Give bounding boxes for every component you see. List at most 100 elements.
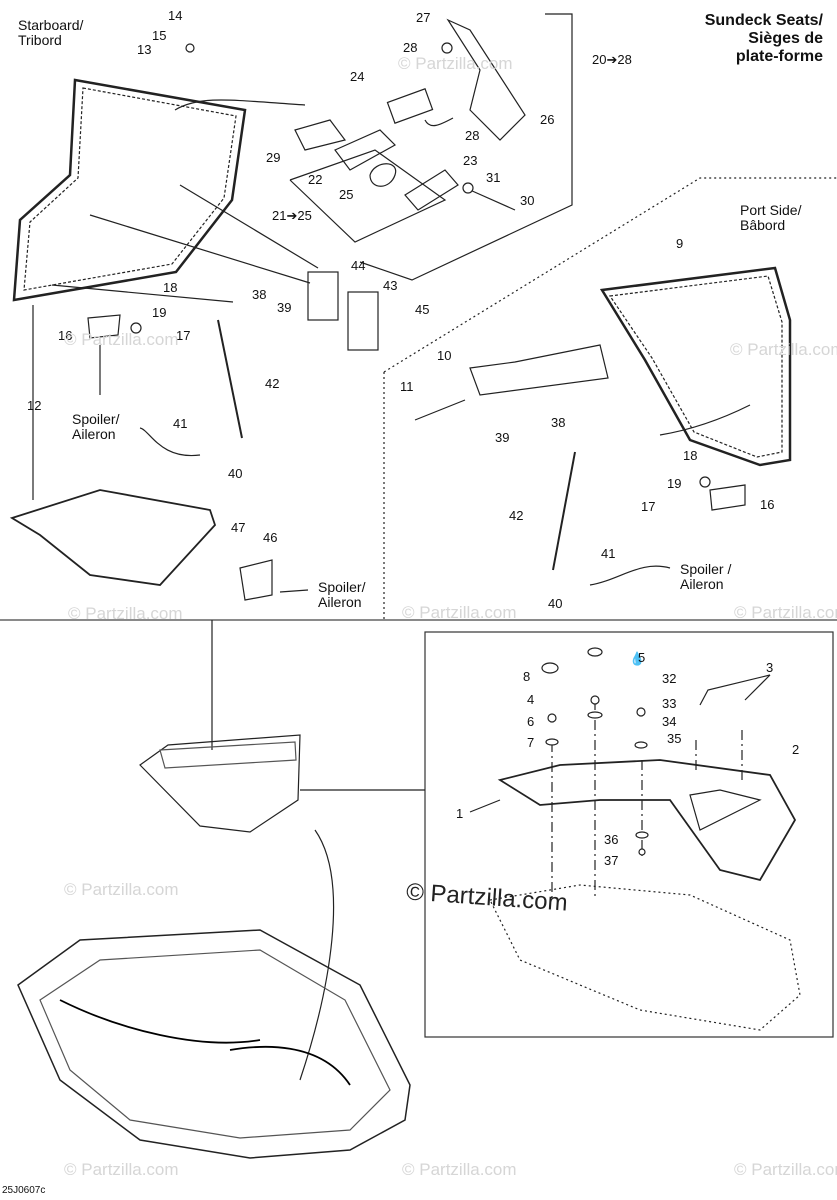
pin-11 <box>414 399 466 421</box>
callout: 42 <box>265 376 280 391</box>
watermark: © Partzilla.com <box>402 603 517 622</box>
callout: 24 <box>350 69 365 84</box>
callout: 44 <box>351 258 366 273</box>
callout: 32 <box>662 671 677 686</box>
bracket-46 <box>239 559 273 601</box>
callout: 28 <box>403 40 418 55</box>
callout: 6 <box>527 714 535 729</box>
callout: 29 <box>266 150 281 165</box>
watermark: © Partzilla.com <box>398 54 513 73</box>
callout: 28 <box>465 128 480 143</box>
callout: 42 <box>509 508 524 523</box>
watermark: © Partzilla.com <box>734 603 837 622</box>
callout: 17 <box>641 499 656 514</box>
callout: 12 <box>27 398 42 413</box>
callout: 9 <box>676 236 684 251</box>
callout: 23 <box>463 153 478 168</box>
inset-panel-border <box>424 631 834 1038</box>
bracket-10 <box>469 344 609 396</box>
callout: 38 <box>551 415 566 430</box>
callout: 17 <box>176 328 191 343</box>
callout: 14 <box>168 8 183 23</box>
callout: 37 <box>604 853 619 868</box>
boat-hull <box>17 929 411 1159</box>
hinge-plate-22 <box>334 129 396 171</box>
watermark: © Partzilla.com <box>734 1160 837 1179</box>
callout: 46 <box>263 530 278 545</box>
callout: 3 <box>766 660 774 675</box>
callout: 16 <box>58 328 73 343</box>
callout: 18 <box>163 280 178 295</box>
arrow-spoiler-right <box>589 565 671 586</box>
watermark: © Partzilla.com <box>730 340 837 359</box>
port-side-label: Port Side/ Bâbord <box>740 202 802 233</box>
hinge-43 <box>347 291 379 351</box>
callout: 33 <box>662 696 677 711</box>
callout: 30 <box>520 193 535 208</box>
seat-frame <box>497 759 797 882</box>
sub-group-bracket <box>289 149 447 243</box>
group-range-top: 20➔28 <box>592 52 632 67</box>
watermark: © Partzilla.com <box>64 1160 179 1179</box>
gas-strut-right <box>552 451 576 571</box>
arrow-spoiler-mid <box>279 589 309 593</box>
reference-code: 25J0607c <box>2 1185 46 1196</box>
callout: 41 <box>601 546 616 561</box>
starboard-seat-cushion <box>12 78 247 302</box>
callout: 40 <box>548 596 563 611</box>
starboard-label: Starboard/ Tribord <box>18 17 84 48</box>
hinge-44 <box>307 271 339 321</box>
callout: 10 <box>437 348 452 363</box>
top-group-bracket <box>359 13 573 281</box>
callout: 27 <box>416 10 431 25</box>
callout: 35 <box>667 731 682 746</box>
callout: 5 <box>638 650 646 665</box>
strap <box>446 18 526 141</box>
callout: 39 <box>277 300 292 315</box>
watermark: © Partzilla.com <box>64 330 179 349</box>
callout: 7 <box>527 735 535 750</box>
spoiler-label-right: Spoiler / Aileron <box>680 561 732 592</box>
callout: 16 <box>760 497 775 512</box>
callout: 8 <box>523 669 531 684</box>
callout: 1 <box>456 806 464 821</box>
block-29 <box>294 119 347 151</box>
callout: 38 <box>252 287 267 302</box>
sundeck-cushion <box>9 489 217 586</box>
callout: 31 <box>486 170 501 185</box>
group-range-sub: 21➔25 <box>272 208 312 223</box>
callout: 39 <box>495 430 510 445</box>
watermark: © Partzilla.com <box>64 880 179 899</box>
callout: 18 <box>683 448 698 463</box>
drop-icon: 💧 <box>629 651 645 667</box>
callout: 25 <box>339 187 354 202</box>
callout: 41 <box>173 416 188 431</box>
watermark: © Partzilla.com <box>402 1160 517 1179</box>
callout: 45 <box>415 302 430 317</box>
callout: 11 <box>400 379 414 394</box>
callout: 26 <box>540 112 555 127</box>
callout: 2 <box>792 742 800 757</box>
callout: 40 <box>228 466 243 481</box>
bolt-30 <box>469 189 516 211</box>
spring-25 <box>369 163 397 187</box>
spoiler-label-left: Spoiler/ Aileron <box>72 411 120 442</box>
arrow-40-left <box>139 427 201 457</box>
callout: 36 <box>604 832 619 847</box>
spoiler-label-mid: Spoiler/ Aileron <box>318 579 366 610</box>
callout: 22 <box>308 172 323 187</box>
gas-strut-left <box>217 319 243 439</box>
port-dotted-top <box>383 177 837 373</box>
boat-seat <box>139 734 301 833</box>
bracket-16-right <box>709 484 746 511</box>
port-seat-cushion <box>599 266 792 467</box>
diagram-title: Sundeck Seats/ Sièges de plate-forme <box>704 12 823 65</box>
callout: 19 <box>667 476 682 491</box>
watermark: © Partzilla.com <box>68 604 183 623</box>
callout: 43 <box>383 278 398 293</box>
callout: 34 <box>662 714 677 729</box>
bracket-16-left <box>87 314 121 339</box>
callout: 47 <box>231 520 246 535</box>
handle-24 <box>386 88 434 124</box>
